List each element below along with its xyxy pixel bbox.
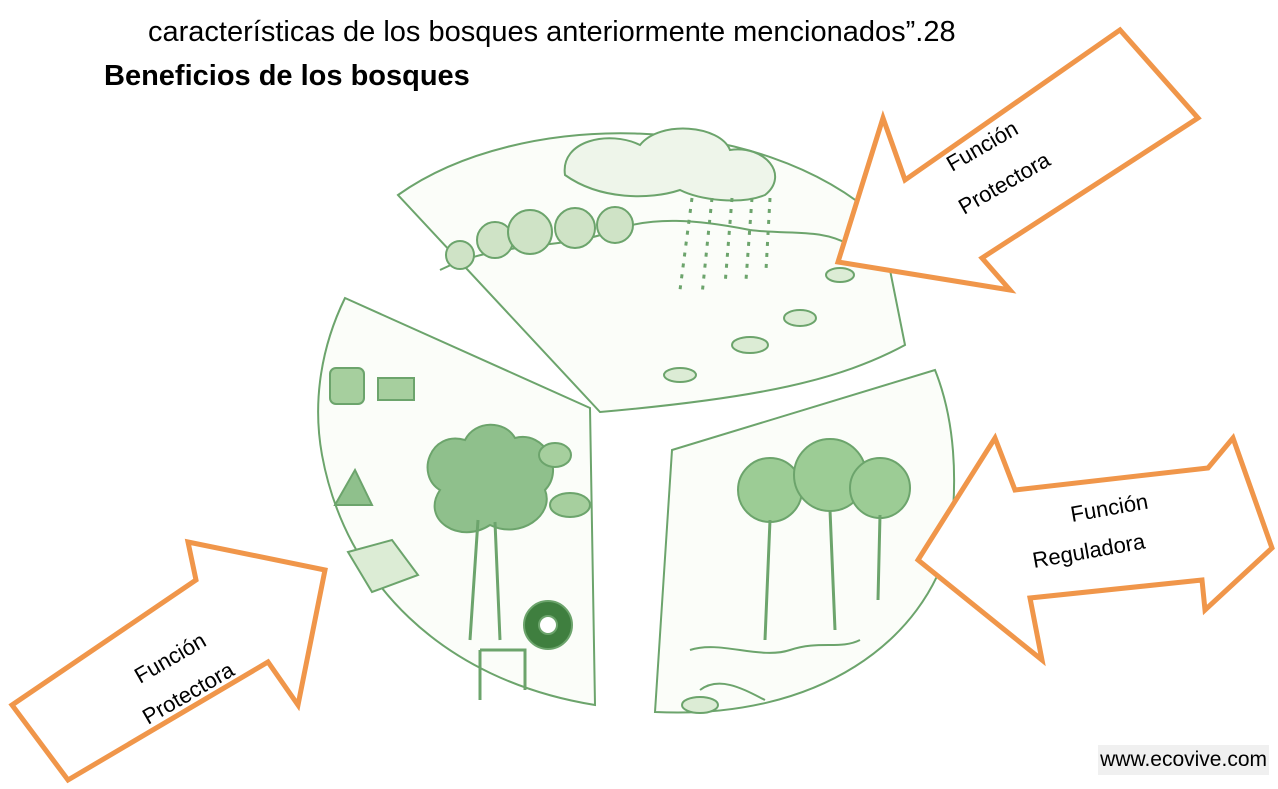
section-heading: Beneficios de los bosques [104,60,470,92]
body-text-line: características de los bosques anteriorm… [148,16,956,48]
products-wedge [317,296,597,707]
website-credit: www.ecovive.com [1098,745,1269,775]
arrow-protectora-left: Función Protectora [8,538,328,784]
rain-wedge [396,127,907,414]
arrow-protectora-top: Función Protectora [834,26,1202,294]
arrow-reguladora-right: Función Reguladora [914,432,1275,667]
forest-wedge [653,368,956,714]
